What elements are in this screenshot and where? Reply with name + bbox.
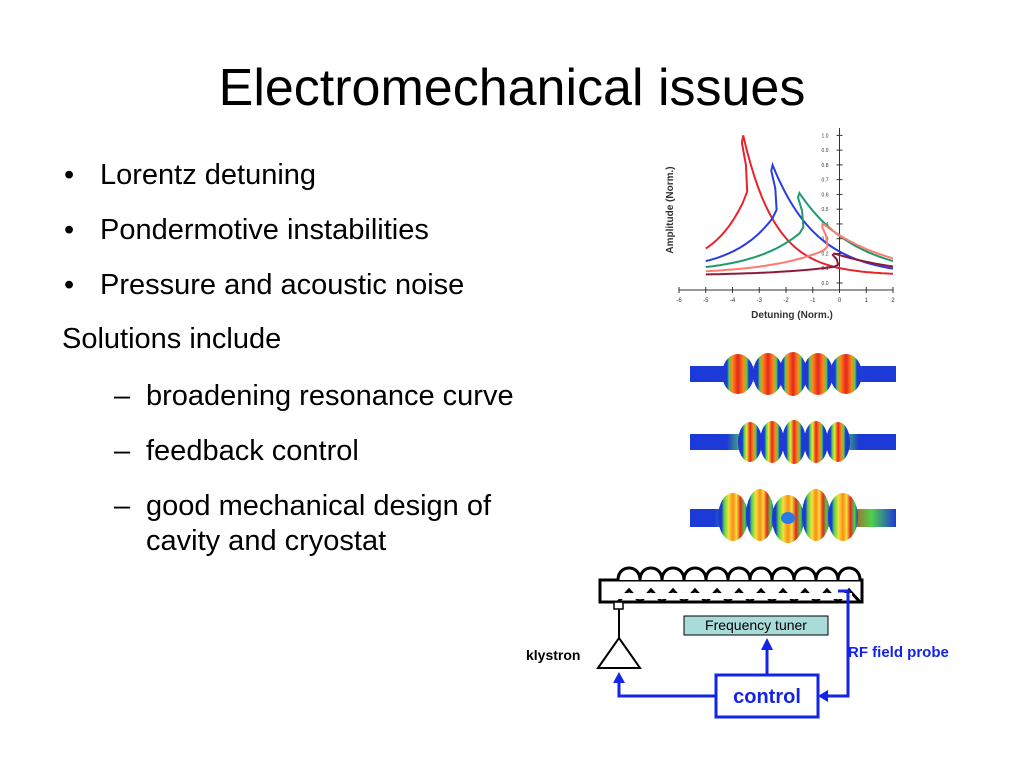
cavity-cell-top bbox=[770, 566, 796, 581]
chart-x-axis-label: Detuning (Norm.) bbox=[751, 310, 833, 321]
resonance-curve-series bbox=[705, 135, 894, 275]
bullet-marker: • bbox=[64, 213, 75, 246]
x-tick-label: 0 bbox=[838, 298, 842, 304]
cavity-cell-top bbox=[682, 566, 708, 581]
y-tick-label: 0.9 bbox=[822, 148, 829, 154]
cavity-cell-top bbox=[704, 566, 730, 581]
bullet-item: • Pondermotive instabilities bbox=[62, 213, 562, 248]
cavity-cell-top bbox=[748, 566, 774, 581]
cavity-cell-top bbox=[638, 566, 664, 581]
y-tick-label: 0.3 bbox=[822, 237, 829, 243]
y-tick-label: 0.1 bbox=[822, 266, 829, 272]
resonance-curve-series bbox=[705, 161, 894, 270]
bullet-marker: • bbox=[64, 159, 75, 191]
cavity-mode-image-2 bbox=[690, 420, 896, 464]
x-tick-label: -6 bbox=[676, 298, 682, 304]
x-tick-label: 2 bbox=[891, 298, 895, 304]
bullet-text: Lorentz detuning bbox=[100, 159, 317, 191]
frequency-tuner-label: Frequency tuner bbox=[705, 617, 807, 633]
klystron-label: klystron bbox=[526, 647, 580, 663]
x-tick-label: -5 bbox=[703, 298, 709, 304]
cavity-mode-image-1 bbox=[690, 352, 896, 396]
solutions-heading: Solutions include bbox=[62, 323, 282, 356]
control-label: control bbox=[733, 686, 801, 708]
dash-marker: – bbox=[114, 380, 131, 413]
bullet-item: • Lorentz detuning bbox=[62, 158, 562, 193]
y-tick-label: 0.2 bbox=[822, 251, 829, 257]
frequency-tuner-box bbox=[683, 615, 829, 636]
y-tick-label: 0.7 bbox=[822, 178, 829, 184]
cavity-cell-top bbox=[792, 566, 818, 581]
sub-bullet-item: –feedback control bbox=[62, 434, 562, 469]
schematic-frame: Frequency tuner control klystron RF fiel… bbox=[520, 560, 966, 730]
y-tick-label: 1.0 bbox=[822, 133, 829, 139]
feedback-control-schematic: Frequency tuner control klystron RF fiel… bbox=[526, 566, 949, 719]
y-tick-label: 0.5 bbox=[822, 207, 829, 213]
bullet-item: • Pressure and acoustic noise bbox=[62, 268, 562, 303]
cavity-cell-top bbox=[660, 566, 686, 581]
resonance-curve-chart: Amplitude (Norm.) Detuning (Norm.) -6 -5 -… bbox=[665, 128, 895, 321]
x-tick-label: 1 bbox=[865, 298, 869, 304]
cavity-cell-top bbox=[616, 566, 642, 581]
sub-bullet-text: good mechanical design of cavity and cry… bbox=[146, 489, 492, 557]
resonance-curve-series bbox=[705, 190, 894, 269]
x-tick-label: -3 bbox=[757, 298, 763, 304]
cavity-cell-top bbox=[814, 566, 840, 581]
x-tick-label: -4 bbox=[730, 298, 736, 304]
x-tick-label: -1 bbox=[810, 298, 816, 304]
sub-bullet-item: –broadening resonance curve bbox=[62, 379, 562, 414]
bullet-marker: • bbox=[64, 268, 75, 301]
y-tick-label: 0.6 bbox=[822, 192, 829, 198]
slide-title: Electromechanical issues bbox=[218, 59, 806, 117]
resonance-curve-series bbox=[705, 222, 894, 273]
bullet-text: Pondermotive instabilities bbox=[100, 213, 429, 246]
sub-bullet-text: feedback control bbox=[146, 434, 359, 467]
cavity-cell-top bbox=[836, 566, 862, 581]
rf-field-probe-label: RF field probe bbox=[848, 644, 949, 661]
x-tick-label: -2 bbox=[783, 298, 789, 304]
dash-marker: – bbox=[114, 489, 131, 522]
dash-marker: – bbox=[114, 434, 131, 467]
y-tick-label: 0.0 bbox=[822, 281, 829, 287]
bullet-list: • Lorentz detuning • Pondermotive instabil… bbox=[62, 158, 562, 578]
sub-bullet-text: broadening resonance curve bbox=[146, 380, 514, 413]
y-tick-label: 0.8 bbox=[822, 163, 829, 169]
chart-y-axis-label: Amplitude (Norm.) bbox=[665, 166, 676, 253]
cavity-mode-image-3 bbox=[690, 489, 896, 543]
cavity-cell-top bbox=[726, 566, 752, 581]
resonance-curve-series bbox=[705, 252, 894, 276]
bullet-text: Pressure and acoustic noise bbox=[100, 268, 465, 301]
sub-bullet-item: –good mechanical design of cavity and cr… bbox=[62, 489, 562, 559]
